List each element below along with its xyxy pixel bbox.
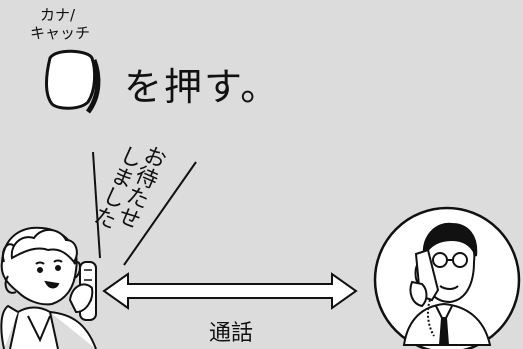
key-label-line1: カナ/ xyxy=(40,6,76,24)
phone-key-button-icon xyxy=(45,49,101,114)
speech-lines xyxy=(92,151,197,266)
key-label-line2: キャッチ xyxy=(30,24,91,42)
man-on-phone-icon xyxy=(373,206,521,349)
instruction-text: を押す。 xyxy=(124,65,281,109)
communication-label: 通話 xyxy=(209,321,254,346)
double-arrow-icon xyxy=(102,272,358,310)
woman-with-handset-icon xyxy=(0,226,97,349)
